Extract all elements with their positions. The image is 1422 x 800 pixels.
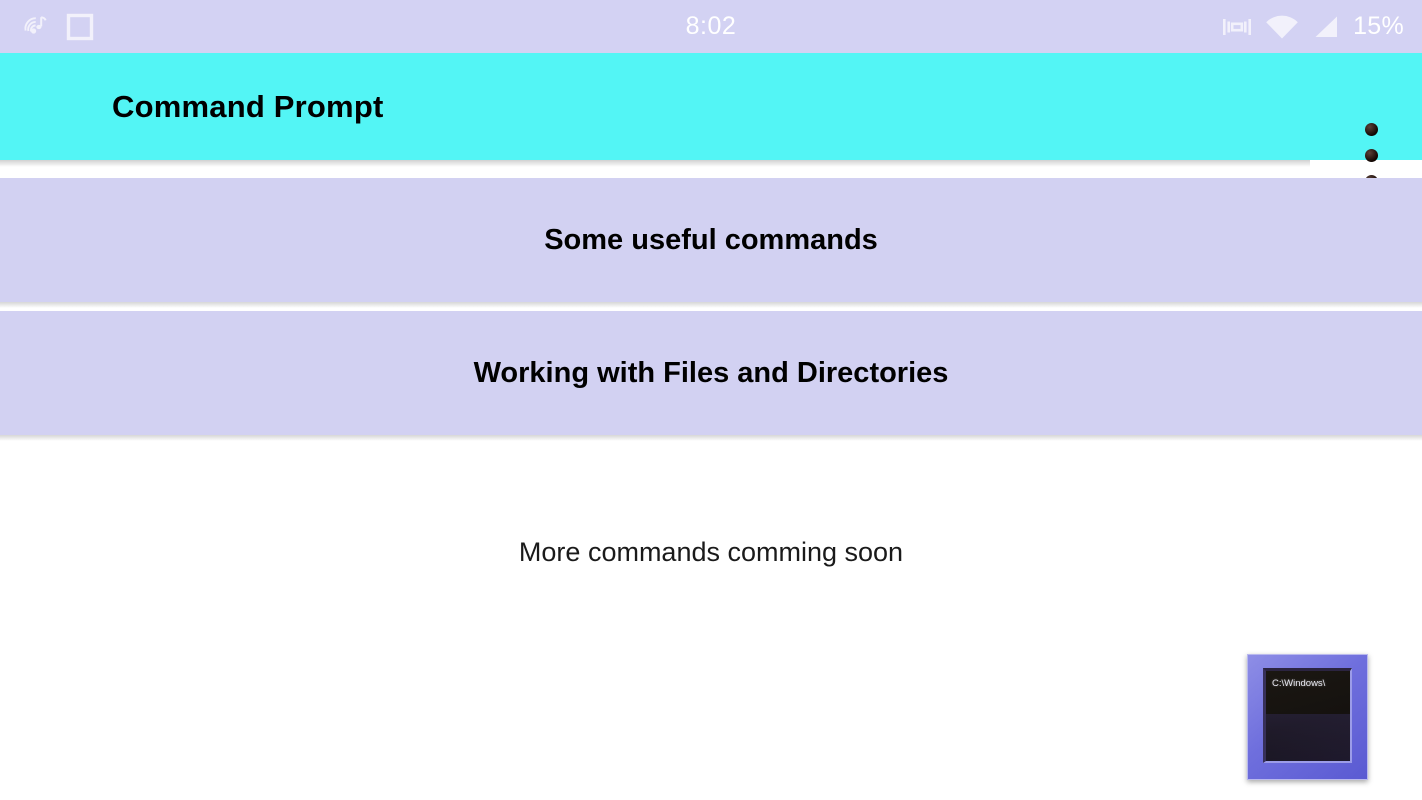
list-divider [0,302,1422,311]
status-bar-clock: 8:02 [685,12,737,40]
command-prompt-icon-screen: C:\Windows\ [1263,668,1352,763]
music-app-icon [22,12,52,42]
status-bar-right-icons: 15% [1222,0,1404,53]
page-title: Command Prompt [112,88,384,124]
command-prompt-icon[interactable]: C:\Windows\ [1247,654,1368,780]
cellular-signal-icon [1312,14,1340,40]
list-item-some-useful-commands[interactable]: Some useful commands [0,178,1422,308]
app-bar: Command Prompt [0,53,1422,188]
status-bar: 8:02 [0,0,1422,53]
overflow-dot [1365,123,1378,136]
screenshot-square-icon [66,13,94,41]
list-item-working-with-files-and-directories[interactable]: Working with Files and Directories [0,311,1422,441]
list-item-label: Working with Files and Directories [473,356,949,389]
more-commands-note: More commands comming soon [518,537,904,567]
command-prompt-icon-path-text: C:\Windows\ [1272,678,1326,689]
overflow-dot [1365,149,1378,162]
command-category-list: Some useful commands Working with Files … [0,178,1422,441]
list-item-label: Some useful commands [544,223,878,256]
vibrate-icon [1222,14,1252,40]
status-bar-left-icons [0,12,94,42]
wifi-icon [1265,14,1299,40]
battery-percentage-label: 15% [1353,12,1404,40]
